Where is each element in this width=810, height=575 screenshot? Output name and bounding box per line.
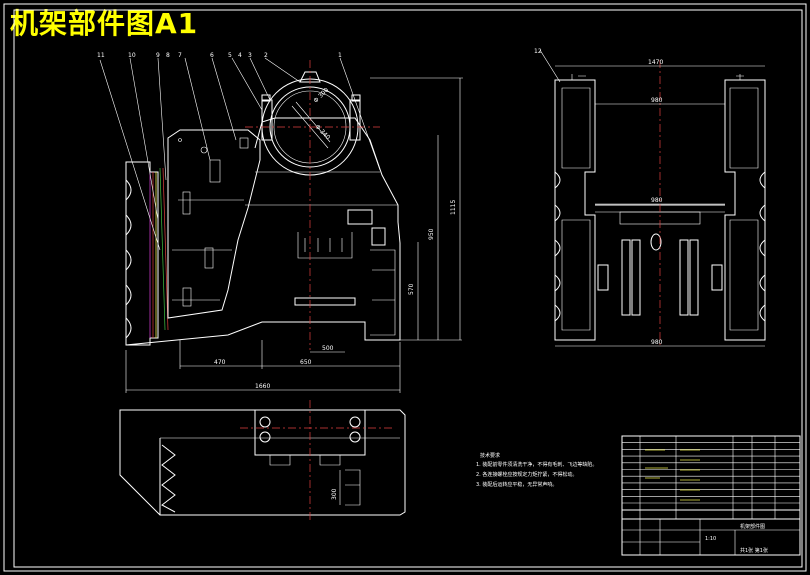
dim-height-mid: 950 bbox=[428, 228, 435, 240]
title-block: 机架部件图 1:10 共1张 第1张 bbox=[621, 518, 801, 556]
notes-line-1: 1. 装配前零件须清洗干净，不得有毛刺、飞边等缺陷。 bbox=[476, 461, 597, 468]
dim-side-bottom: 980 bbox=[651, 339, 663, 346]
plan-view: 300 bbox=[119, 400, 406, 520]
dim-left-width: 470 bbox=[214, 359, 226, 366]
title-block-name: 机架部件图 bbox=[740, 523, 765, 530]
outer-border bbox=[3, 3, 807, 572]
dim-overall-width: 1660 bbox=[255, 383, 270, 390]
notes-line-3: 3. 装配后运转应平稳，无异常声响。 bbox=[476, 481, 557, 488]
balloon-4: 4 bbox=[238, 52, 242, 59]
balloon-11: 11 bbox=[97, 52, 105, 59]
balloon-9: 9 bbox=[156, 52, 160, 59]
balloon-10: 10 bbox=[128, 52, 136, 59]
dim-height-total: 1115 bbox=[450, 200, 457, 215]
inner-border bbox=[13, 9, 803, 568]
title-block-scale: 1:10 bbox=[705, 536, 716, 542]
balloon-5: 5 bbox=[228, 52, 232, 59]
balloon-12: 12 bbox=[534, 48, 542, 55]
balloon-8: 8 bbox=[166, 52, 170, 59]
dim-right-width: 500 bbox=[322, 345, 334, 352]
title-block-sheet: 共1张 第1张 bbox=[740, 547, 768, 554]
balloon-labels: 11 10 9 8 7 6 5 4 3 2 1 bbox=[97, 52, 342, 59]
parts-list bbox=[621, 435, 801, 520]
side-view: 1470 980 980 980 12 bbox=[534, 48, 766, 347]
drawing-title: 机架部件图A1 bbox=[10, 7, 199, 40]
notes-heading: 技术要求 bbox=[480, 452, 500, 459]
front-view: Φ 300 Φ 340 1660 470 650 500 1115 950 bbox=[99, 57, 463, 393]
technical-notes: 技术要求 1. 装配前零件须清洗干净，不得有毛刺、飞边等缺陷。 2. 各连接螺栓… bbox=[476, 452, 597, 488]
dim-side-top: 1470 bbox=[648, 59, 663, 66]
dim-side-inner-top: 980 bbox=[651, 97, 663, 104]
svg-text:Φ 340: Φ 340 bbox=[314, 123, 332, 141]
balloon-6: 6 bbox=[210, 52, 214, 59]
balloon-2: 2 bbox=[264, 52, 268, 59]
dim-mid-width: 650 bbox=[300, 359, 312, 366]
balloon-1: 1 bbox=[338, 52, 342, 59]
dim-plan: 300 bbox=[331, 488, 338, 500]
dim-height-low: 570 bbox=[408, 283, 415, 295]
notes-line-2: 2. 各连接螺栓应按规定力矩拧紧，不得松动。 bbox=[476, 471, 577, 478]
dim-side-inner-mid: 980 bbox=[651, 197, 663, 204]
balloon-7: 7 bbox=[178, 52, 182, 59]
balloon-3: 3 bbox=[248, 52, 252, 59]
